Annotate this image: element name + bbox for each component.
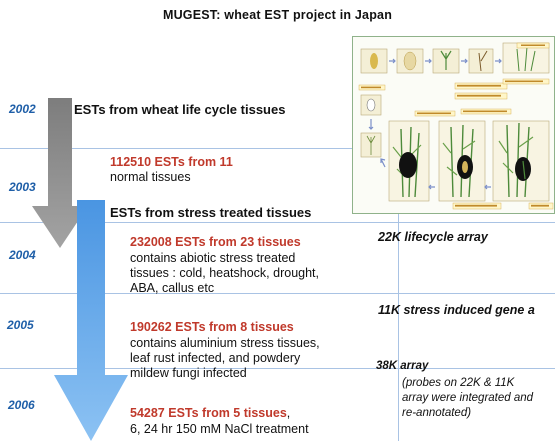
year-label: 2002	[9, 102, 36, 116]
entry-count: 54287 ESTs from 5 tissues	[130, 406, 287, 420]
year-label: 2003	[9, 180, 36, 194]
entry-count: 190262 ESTs from 8 tissues	[130, 320, 294, 334]
entry-line: contains abiotic stress treated	[130, 251, 296, 265]
stress-header: ESTs from stress treated tissues	[110, 205, 312, 220]
lifecycle-count: 112510 ESTs from 11	[110, 155, 233, 169]
year-label: 2005	[7, 318, 34, 332]
array-combined: 38K array	[376, 360, 429, 372]
entry-count-suffix: ,	[286, 406, 291, 420]
array-note: re-annotated)	[402, 407, 472, 419]
array-note: (probes on 22K & 11K	[402, 377, 515, 389]
wheat-lifecycle-illustration	[358, 42, 554, 210]
entry-count-row: 54287 ESTs from 5 tissues,	[130, 406, 290, 421]
year-label: 2004	[9, 248, 36, 262]
lifecycle-description: normal tissues	[110, 170, 191, 184]
grid-line	[352, 222, 555, 223]
grid-line	[0, 368, 555, 369]
entry-line: leaf rust infected, and powdery	[130, 351, 301, 365]
array-note: array were integrated and	[402, 392, 534, 404]
year-label: 2006	[8, 398, 35, 412]
entry-line: contains aluminium stress tissues,	[130, 336, 320, 350]
gray-down-arrow-icon	[32, 98, 88, 248]
array-lifecycle: 22K lifecycle array	[378, 230, 488, 244]
page-title: MUGEST: wheat EST project in Japan	[162, 8, 393, 22]
entry-line: 6, 24 hr 150 mM NaCl treatment	[130, 422, 309, 436]
wheat-lifecycle-figure	[352, 36, 555, 214]
entry-count: 232008 ESTs from 23 tissues	[130, 235, 301, 249]
entry-line: ABA, callus etc	[130, 281, 215, 295]
entry-line: mildew fungi infected	[130, 366, 247, 380]
grid-line	[398, 214, 399, 441]
array-stress: 11K stress induced gene a	[378, 303, 535, 317]
lifecycle-header: ESTs from wheat life cycle tissues	[74, 102, 286, 117]
blue-down-arrow-icon	[54, 200, 128, 441]
entry-line: tissues : cold, heatshock, drought,	[130, 266, 319, 280]
grid-line	[0, 148, 555, 149]
grid-line	[0, 222, 352, 223]
grid-line	[0, 293, 555, 294]
